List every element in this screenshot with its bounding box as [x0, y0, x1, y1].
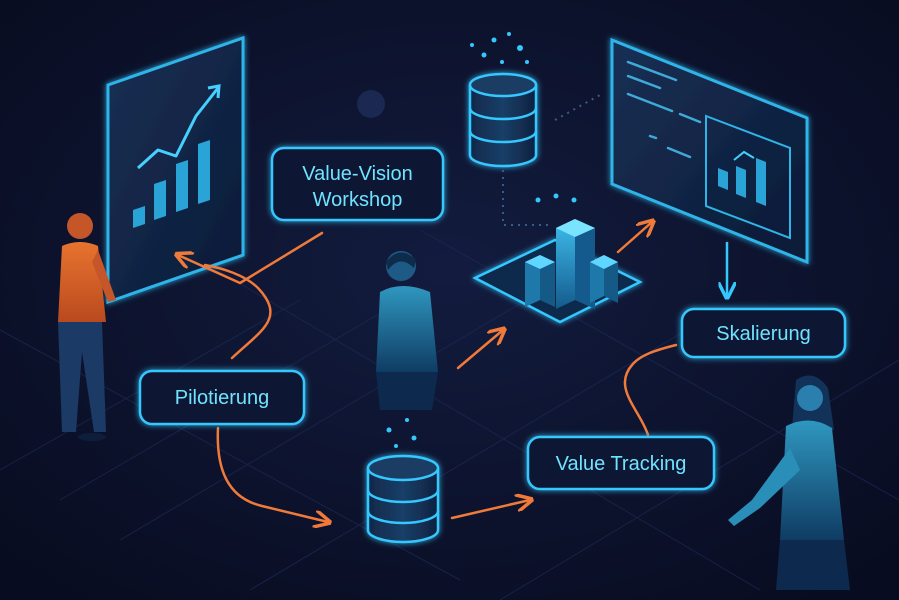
flow-arrows [178, 222, 678, 522]
arrow-workshop-to-board [178, 231, 324, 285]
person-icon [376, 251, 438, 410]
isometric-city-icon [472, 193, 643, 324]
bar-chart-growth-icon [133, 84, 221, 228]
label-text: Value Tracking [556, 453, 687, 475]
label-value-vision-workshop: Value-Vision Workshop [270, 146, 445, 222]
dashboard-screen-icon [610, 37, 809, 265]
chart-board [106, 35, 245, 305]
arrow-pilot-to-db [216, 426, 328, 522]
label-value-tracking: Value Tracking [526, 435, 716, 491]
label-text: Value-Vision [302, 163, 412, 185]
database-bottom [366, 418, 440, 544]
sphere-icon [357, 90, 385, 118]
database-top [468, 32, 538, 168]
data-dots [470, 32, 529, 64]
database-cylinder-icon [366, 454, 440, 544]
person-icon [728, 375, 850, 590]
data-dots [386, 418, 417, 448]
dotted-connectors [502, 94, 601, 226]
person-icon [58, 213, 116, 441]
database-cylinder-icon [468, 72, 538, 168]
label-pilotierung: Pilotierung [138, 369, 306, 426]
data-dots [535, 193, 577, 203]
label-skalierung: Skalierung [680, 307, 847, 359]
label-text: Skalierung [716, 323, 811, 345]
arrow-city-to-dashboard [616, 222, 652, 254]
label-text: Workshop [313, 189, 403, 211]
arrow-to-city [456, 330, 503, 370]
arrow-tracking-to-scaling [623, 343, 678, 437]
arrow-pilot-up [203, 263, 272, 360]
label-text: Pilotierung [175, 387, 270, 409]
arrow-db-to-tracking [450, 500, 530, 520]
